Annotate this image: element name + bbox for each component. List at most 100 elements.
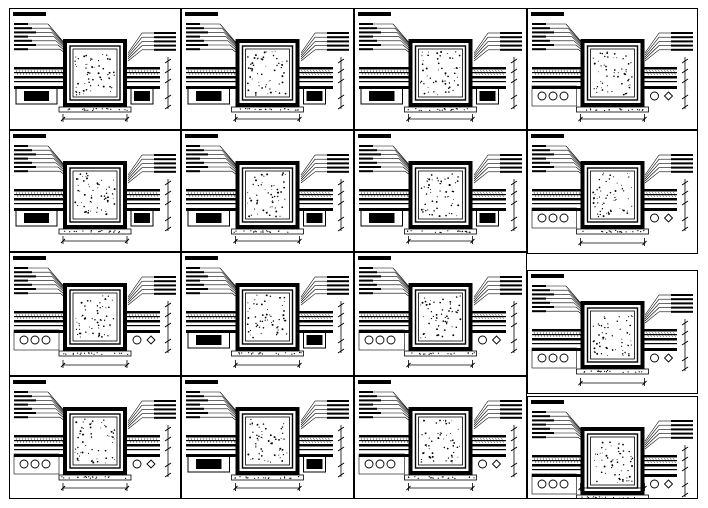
detail-panel-r3c2 <box>181 252 354 376</box>
detail-drawing <box>531 274 693 386</box>
horizontal-dimension <box>406 236 475 244</box>
gravel-base <box>576 228 649 235</box>
column-section <box>63 161 127 229</box>
concrete-core <box>245 292 290 342</box>
detail-drawing <box>185 134 349 244</box>
horizontal-dimension <box>406 360 475 368</box>
column-section <box>235 161 300 229</box>
pipe-circles <box>358 453 502 475</box>
detail-title-bar <box>531 400 564 404</box>
detail-drawing <box>358 256 522 368</box>
concrete-core <box>418 292 463 342</box>
gravel-base <box>58 474 132 481</box>
column-section <box>408 161 473 229</box>
concrete-core <box>590 48 635 98</box>
slab-layers <box>14 435 160 457</box>
right-annotations <box>127 154 176 184</box>
concrete-core <box>72 170 118 220</box>
detail-title-bar <box>13 380 46 384</box>
pipe-circles <box>531 207 674 229</box>
concrete-core <box>245 170 290 220</box>
vertical-dimension <box>681 57 689 110</box>
right-annotations <box>300 154 349 184</box>
concrete-core <box>72 416 118 466</box>
pipe-circles <box>531 85 674 107</box>
vertical-dimension <box>164 57 172 110</box>
horizontal-dimension <box>233 360 302 368</box>
detail-drawing <box>531 134 693 246</box>
concrete-core <box>418 170 463 220</box>
gravel-base <box>576 494 649 498</box>
horizontal-dimension <box>60 360 130 368</box>
right-annotations <box>127 32 176 62</box>
duct-boxes <box>360 209 499 227</box>
pipe-circles <box>531 473 674 495</box>
detail-title-bar <box>358 134 391 138</box>
right-annotations <box>644 420 693 450</box>
horizontal-dimension <box>406 114 475 122</box>
detail-panel-r2c3 <box>354 130 527 252</box>
detail-title-bar <box>185 256 218 260</box>
vertical-dimension <box>337 179 345 232</box>
detail-panel-r2c1 <box>9 130 181 252</box>
gravel-base <box>58 350 132 357</box>
detail-title-bar <box>185 380 218 384</box>
concrete-core <box>590 310 635 360</box>
duct-boxes <box>187 455 326 473</box>
detail-title-bar <box>358 12 391 16</box>
column-section <box>408 407 473 475</box>
vertical-dimension <box>510 57 518 110</box>
column-section <box>235 39 300 107</box>
detail-panel-r1c3 <box>354 8 527 130</box>
detail-panel-r1c4 <box>527 8 698 130</box>
pipe-circles <box>13 453 156 475</box>
right-annotations <box>473 400 522 430</box>
vertical-dimension <box>681 319 689 372</box>
detail-panel-r4c2 <box>181 376 354 499</box>
right-annotations <box>300 32 349 62</box>
vertical-dimension <box>510 425 518 478</box>
slab-layers <box>532 329 677 351</box>
column-section <box>408 39 473 107</box>
detail-drawing <box>13 12 176 122</box>
duct-boxes <box>187 209 326 227</box>
right-annotations <box>127 400 176 430</box>
column-section <box>580 161 645 229</box>
detail-title-bar <box>531 12 564 16</box>
right-annotations <box>644 294 693 324</box>
slab-layers <box>14 311 160 333</box>
horizontal-dimension <box>578 238 647 246</box>
gravel-base <box>404 106 477 113</box>
slab-layers <box>359 311 506 333</box>
detail-title-bar <box>13 256 46 260</box>
horizontal-dimension <box>406 483 475 491</box>
detail-drawing <box>358 134 522 244</box>
detail-panel-r2c2 <box>181 130 354 252</box>
right-annotations <box>300 400 349 430</box>
right-annotations <box>644 154 693 184</box>
column-section <box>63 39 127 107</box>
gravel-base <box>231 474 304 481</box>
vertical-dimension <box>337 57 345 110</box>
detail-panel-r1c2 <box>181 8 354 130</box>
left-annotations <box>359 145 424 186</box>
detail-panel-r4c3 <box>354 376 527 499</box>
duct-boxes <box>15 209 154 227</box>
gravel-base <box>404 228 477 235</box>
detail-title-bar <box>13 12 46 16</box>
horizontal-dimension <box>233 236 302 244</box>
concrete-core <box>245 48 290 98</box>
detail-drawing <box>185 12 349 122</box>
gravel-base <box>58 106 132 113</box>
pipe-circles <box>13 329 156 351</box>
right-annotations <box>300 276 349 306</box>
horizontal-dimension <box>233 114 302 122</box>
vertical-dimension <box>337 425 345 478</box>
vertical-dimension <box>681 445 689 498</box>
column-section <box>580 39 645 107</box>
column-section <box>235 407 300 475</box>
detail-drawing <box>13 256 176 368</box>
horizontal-dimension <box>60 483 130 491</box>
right-annotations <box>473 154 522 184</box>
